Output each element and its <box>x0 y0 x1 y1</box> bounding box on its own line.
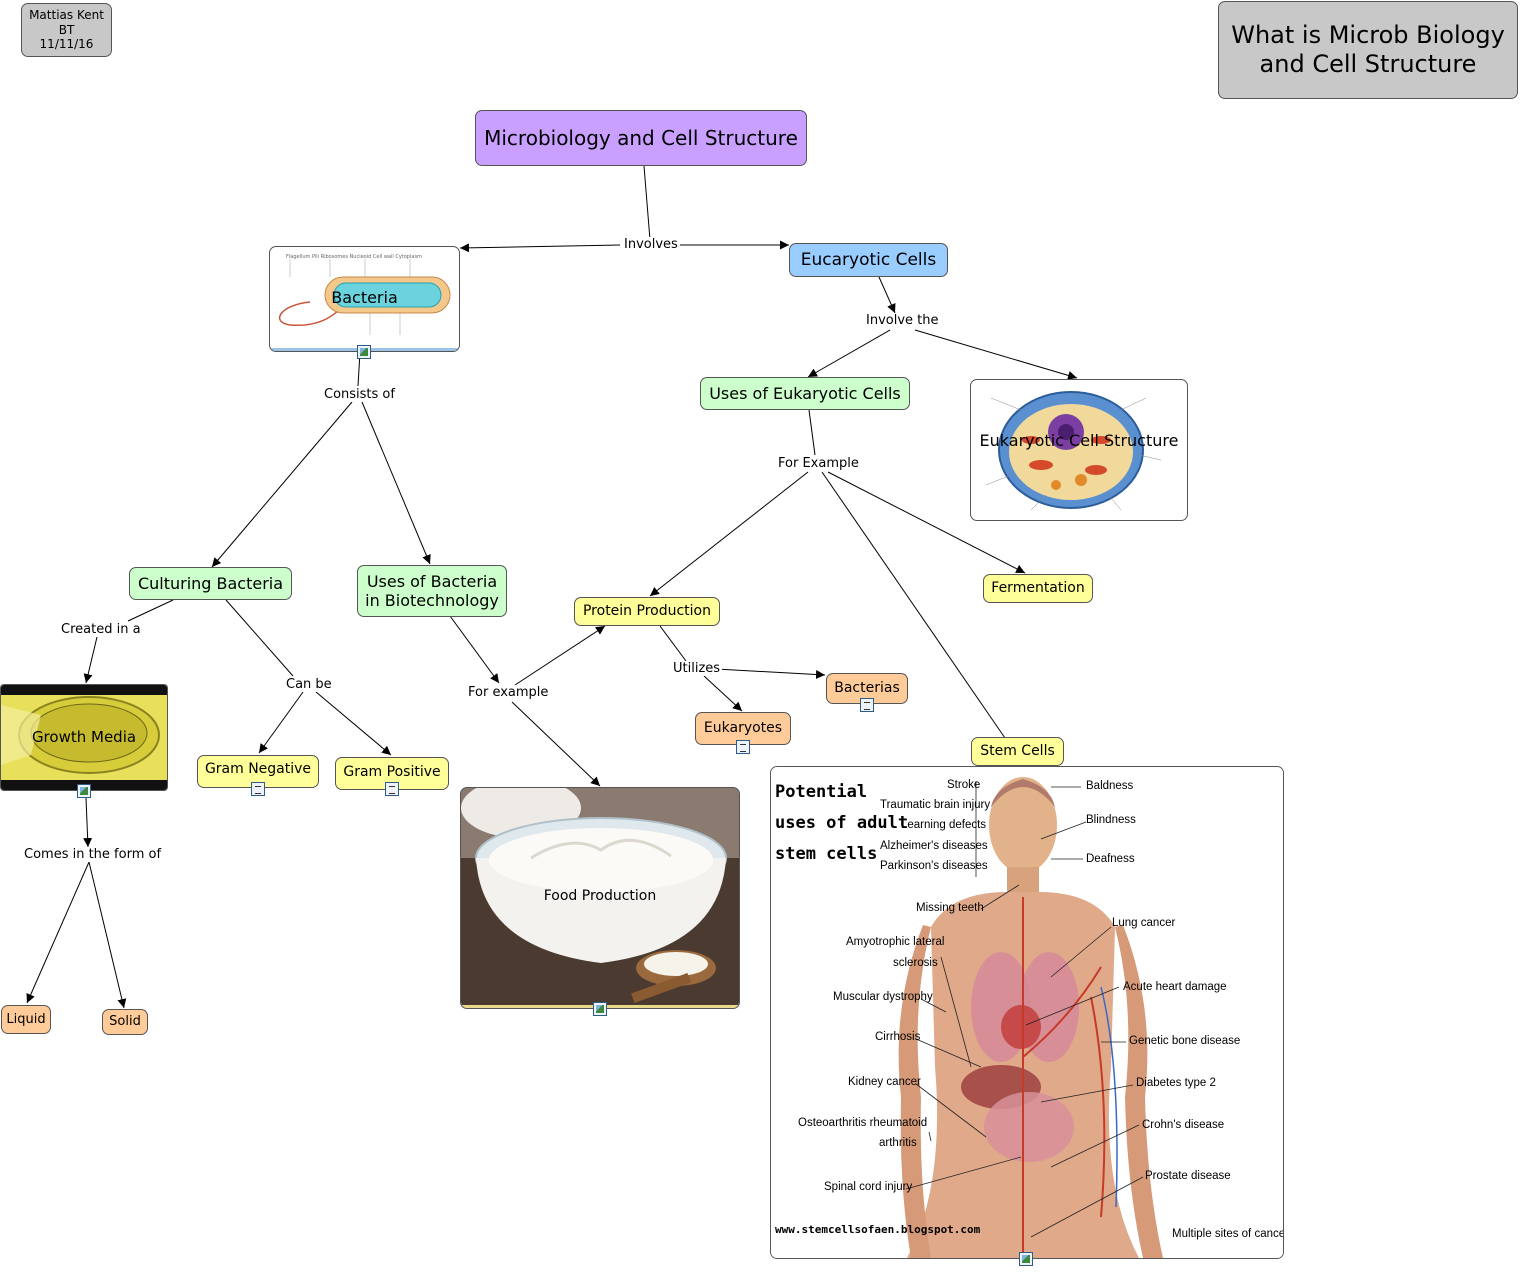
stem-cells-image[interactable]: Potential uses of adult stem cells Strok… <box>770 766 1284 1259</box>
author-box: Mattias Kent BT 11/11/16 <box>21 3 112 57</box>
concept-label: Gram Positive <box>343 764 441 780</box>
stem-label: Parkinson's diseases <box>880 860 988 872</box>
stem-label: Stroke <box>947 779 981 791</box>
concept-label: Uses of Eukaryotic Cells <box>709 383 901 403</box>
concept-culturing-bacteria[interactable]: Culturing Bacteria <box>129 567 292 600</box>
stem-image-url: www.stemcellsofaen.blogspot.com <box>775 1223 981 1236</box>
concept-solid[interactable]: Solid <box>102 1009 148 1035</box>
stem-label: Multiple sites of cancer <box>1172 1228 1284 1240</box>
stem-label: Amyotrophic lateral <box>846 936 945 948</box>
concept-label-line-1: Uses of Bacteria <box>366 571 498 591</box>
heading-line: Potential <box>775 782 868 802</box>
concept-protein-production[interactable]: Protein Production <box>574 597 720 626</box>
link-involve-the[interactable]: Involve the <box>864 313 941 328</box>
stem-label: Osteoarthritis rheumatoid <box>798 1117 928 1129</box>
link-comes-in-the-form-of[interactable]: Comes in the form of <box>22 847 164 862</box>
concept-uses-of-eukaryotic-cells[interactable]: Uses of Eukaryotic Cells <box>700 377 910 410</box>
link-consists-of[interactable]: Consists of <box>322 387 397 402</box>
concept-liquid[interactable]: Liquid <box>1 1005 51 1034</box>
map-title-line-1: What is Microb Biology <box>1231 21 1505 50</box>
author-date: 11/11/16 <box>39 37 94 52</box>
concept-label: Eukaryotic Cell Structure <box>979 431 1179 450</box>
stem-label: Traumatic brain injury <box>880 799 991 811</box>
concept-label: Bacteria <box>331 288 398 307</box>
link-created-in-a[interactable]: Created in a <box>59 622 143 637</box>
document-resource-icon[interactable] <box>251 782 265 796</box>
concept-fermentation[interactable]: Fermentation <box>983 574 1093 603</box>
stem-label: Alzheimer's diseases <box>880 840 988 852</box>
stem-label: Diabetes type 2 <box>1136 1077 1216 1089</box>
map-title-box[interactable]: What is Microb Biology and Cell Structur… <box>1218 1 1518 99</box>
svg-text:Flagellum Pili Ribosom: Flagellum Pili Ribosomes Nucleoid Cell w… <box>286 254 422 260</box>
stem-label: Deafness <box>1086 853 1135 865</box>
stem-label: Prostate disease <box>1145 1170 1231 1182</box>
concept-label: Eucaryotic Cells <box>800 249 937 270</box>
stem-label: Genetic bone disease <box>1129 1035 1241 1047</box>
concept-growth-media[interactable]: Growth Media <box>0 684 168 791</box>
stem-label: Muscular dystrophy <box>833 991 933 1003</box>
document-resource-icon[interactable] <box>385 782 399 796</box>
link-for-example[interactable]: For example <box>466 685 551 700</box>
stem-label: Kidney cancer <box>848 1076 921 1088</box>
concept-label: Bacterias <box>834 680 900 697</box>
petri-dish-image <box>1 685 167 790</box>
stem-label: Lung cancer <box>1112 917 1176 929</box>
eukaryotic-cell-image <box>985 391 1162 511</box>
stem-label: Spinal cord injury <box>824 1181 913 1193</box>
concept-label: Fermentation <box>991 580 1085 597</box>
concept-eukaryotic-cell-structure[interactable]: Eukaryotic Cell Structure <box>970 379 1188 521</box>
concept-label: Food Production <box>543 888 657 904</box>
stem-label: Crohn's disease <box>1142 1119 1225 1131</box>
concept-label: Solid <box>109 1014 141 1030</box>
heading-line: stem cells <box>775 844 878 864</box>
link-involves[interactable]: Involves <box>622 237 680 252</box>
stem-label: Acute heart damage <box>1123 981 1227 993</box>
concept-label: Microbiology and Cell Structure <box>484 126 798 150</box>
link-can-be[interactable]: Can be <box>284 677 334 692</box>
concept-label: Gram Negative <box>204 761 312 777</box>
concept-uses-of-bacteria-in-biotechnology[interactable]: Uses of Bacteria in Biotechnology <box>357 565 507 617</box>
stem-label: Blindness <box>1086 814 1136 826</box>
concept-label-line-2: in Biotechnology <box>365 591 499 610</box>
concept-stem-cells[interactable]: Stem Cells <box>971 737 1064 766</box>
yogurt-bowl-image <box>461 788 739 1008</box>
stem-label: sclerosis <box>893 957 938 969</box>
concept-label: Stem Cells <box>980 743 1055 760</box>
concept-label: Protein Production <box>582 603 711 620</box>
stem-label: arthritis <box>879 1137 917 1149</box>
concept-eucaryotic-cells[interactable]: Eucaryotic Cells <box>789 243 948 277</box>
image-resource-icon[interactable] <box>357 345 371 359</box>
concept-label: Growth Media <box>31 728 137 746</box>
concept-label: Liquid <box>6 1011 46 1027</box>
stem-label: Baldness <box>1086 780 1134 792</box>
concept-label: Eukaryotes <box>703 720 783 737</box>
image-resource-icon[interactable] <box>593 1002 607 1016</box>
stem-label: Learning defects <box>901 819 987 831</box>
document-resource-icon[interactable] <box>736 740 750 754</box>
stem-label: Missing teeth <box>916 902 984 914</box>
author-name: Mattias Kent <box>29 8 104 23</box>
concept-label: Culturing Bacteria <box>137 573 284 593</box>
human-anatomy-image <box>771 767 1283 1258</box>
heading-line: uses of adult <box>775 813 909 833</box>
link-for-example[interactable]: For Example <box>776 456 861 471</box>
concept-eukaryotes[interactable]: Eukaryotes <box>695 712 791 745</box>
bacteria-diagram-image: Flagellum Pili Ribosomes Nucleoid Cell w… <box>278 254 451 335</box>
concept-food-production[interactable]: Food Production <box>460 787 740 1009</box>
image-resource-icon[interactable] <box>77 784 91 798</box>
concept-microbiology-and-cell-structure[interactable]: Microbiology and Cell Structure <box>475 110 807 166</box>
image-resource-icon[interactable] <box>1019 1252 1033 1266</box>
concept-bacteria[interactable]: Flagellum Pili Ribosomes Nucleoid Cell w… <box>269 246 460 352</box>
stem-label: Cirrhosis <box>875 1031 921 1043</box>
link-utilizes[interactable]: Utilizes <box>671 661 723 676</box>
author-class: BT <box>58 22 75 37</box>
stem-image-heading: Potential uses of adult stem cells <box>775 777 908 870</box>
document-resource-icon[interactable] <box>860 698 874 712</box>
map-title-line-2: and Cell Structure <box>1259 50 1477 78</box>
